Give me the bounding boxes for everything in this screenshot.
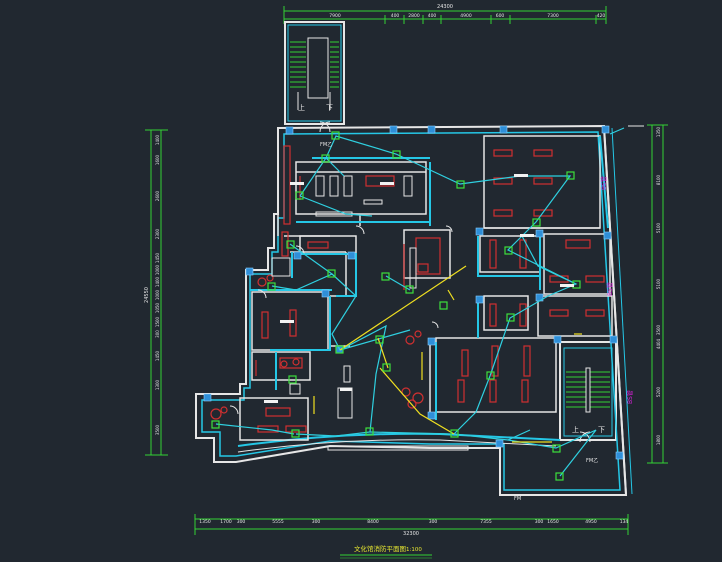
dim-bottom-4: 300 xyxy=(312,519,321,525)
dim-bottom-total: 32300 xyxy=(403,531,419,537)
dim-left-2: 2600 xyxy=(155,190,160,201)
dim-top-4: 4900 xyxy=(460,13,472,19)
yellow-accents xyxy=(313,289,582,414)
fixtures xyxy=(271,175,469,451)
dim-right-1: 8100 xyxy=(656,174,661,185)
riser-label-3: BS管 xyxy=(626,390,634,404)
dim-right-0: 1350 xyxy=(656,126,661,137)
dim-bottom-1: 1700 xyxy=(220,519,232,525)
dim-left-4: 1450 xyxy=(155,252,160,263)
dim-left-6: 1400 xyxy=(155,276,160,287)
alarm-devices xyxy=(211,131,581,481)
dim-bottom-11: 134 xyxy=(620,519,629,525)
dim-left-7: 1000 xyxy=(155,289,160,300)
dim-left-13: 3500 xyxy=(155,424,160,435)
dim-left-0: 1400 xyxy=(155,134,160,145)
dim-top-7: 420 xyxy=(597,13,606,19)
dim-bottom-0: 1350 xyxy=(199,519,211,525)
dim-right-3: 5100 xyxy=(656,278,661,289)
dim-bottom-10: 4950 xyxy=(585,519,597,525)
dim-top-1: 400 xyxy=(391,13,400,19)
dim-right-2: 5100 xyxy=(656,222,661,233)
stair-down-label-south: 下 xyxy=(598,426,605,434)
structural-columns xyxy=(203,125,624,460)
dim-left-11: 1450 xyxy=(155,350,160,361)
riser-label-2: BS管 xyxy=(606,282,614,296)
drawing-title-block: 文化馆消防平面图 1:100 xyxy=(340,544,432,559)
dim-right-6: 5200 xyxy=(656,386,661,397)
dim-top-0: 7900 xyxy=(329,13,341,19)
dim-right-7: 1800 xyxy=(656,434,661,445)
dim-bottom-9: 1650 xyxy=(547,519,559,525)
dim-bottom-5: 8400 xyxy=(367,519,379,525)
dim-bottom-2: 300 xyxy=(237,519,246,525)
dim-top-3: 400 xyxy=(428,13,437,19)
cyan-partitions xyxy=(250,135,609,420)
dim-top-5: 600 xyxy=(496,13,505,19)
dim-left-8: 1050 xyxy=(155,302,160,313)
dim-bottom-3: 5555 xyxy=(272,519,284,525)
dim-left-10: 300 xyxy=(155,330,160,338)
dim-left-5: 1000 xyxy=(155,264,160,275)
stair-up-label-south: 上 xyxy=(572,425,579,434)
furniture-desks xyxy=(210,149,605,433)
dim-right-4: 3500 xyxy=(656,324,661,335)
dim-bottom-7: 7355 xyxy=(480,519,492,525)
room-label-bars xyxy=(264,174,574,403)
drawing-scale: 1:100 xyxy=(406,547,422,553)
bottom-note: FM xyxy=(514,496,521,502)
door-tag-north: FM乙 xyxy=(320,141,332,148)
dim-right-5: 4404 xyxy=(656,338,661,349)
annotation-labels: 上 下 上 下 FM乙 FM乙 FM BS管 BS管 BS管 xyxy=(298,103,634,502)
door-tag-south: FM乙 xyxy=(586,457,598,464)
alarm-wiring-cyan xyxy=(215,127,625,477)
dim-left-3: 2300 xyxy=(155,228,160,239)
riser-label-1: BS管 xyxy=(600,176,608,190)
dim-left-12: 1300 xyxy=(155,379,160,390)
dimension-lines xyxy=(145,6,668,535)
dim-bottom-6: 300 xyxy=(429,519,438,525)
dim-top-total: 24300 xyxy=(437,4,453,10)
dim-left-1: 1600 xyxy=(155,154,160,165)
dim-left-9: 1500 xyxy=(155,316,160,327)
dim-left-total: 24550 xyxy=(144,287,150,303)
stair-tower-north xyxy=(284,21,345,125)
dim-top-6: 7300 xyxy=(547,13,559,19)
stair-up-label-north: 上 xyxy=(298,103,305,112)
dimension-texts: 24300 7900 400 2800 400 4900 600 7300 420 32300 13… xyxy=(144,4,661,537)
drawing-title: 文化馆消防平面图 xyxy=(354,544,406,553)
dim-bottom-8: 300 xyxy=(535,519,544,525)
stair-down-label-north: 下 xyxy=(326,104,333,112)
dim-top-2: 2800 xyxy=(408,13,420,19)
